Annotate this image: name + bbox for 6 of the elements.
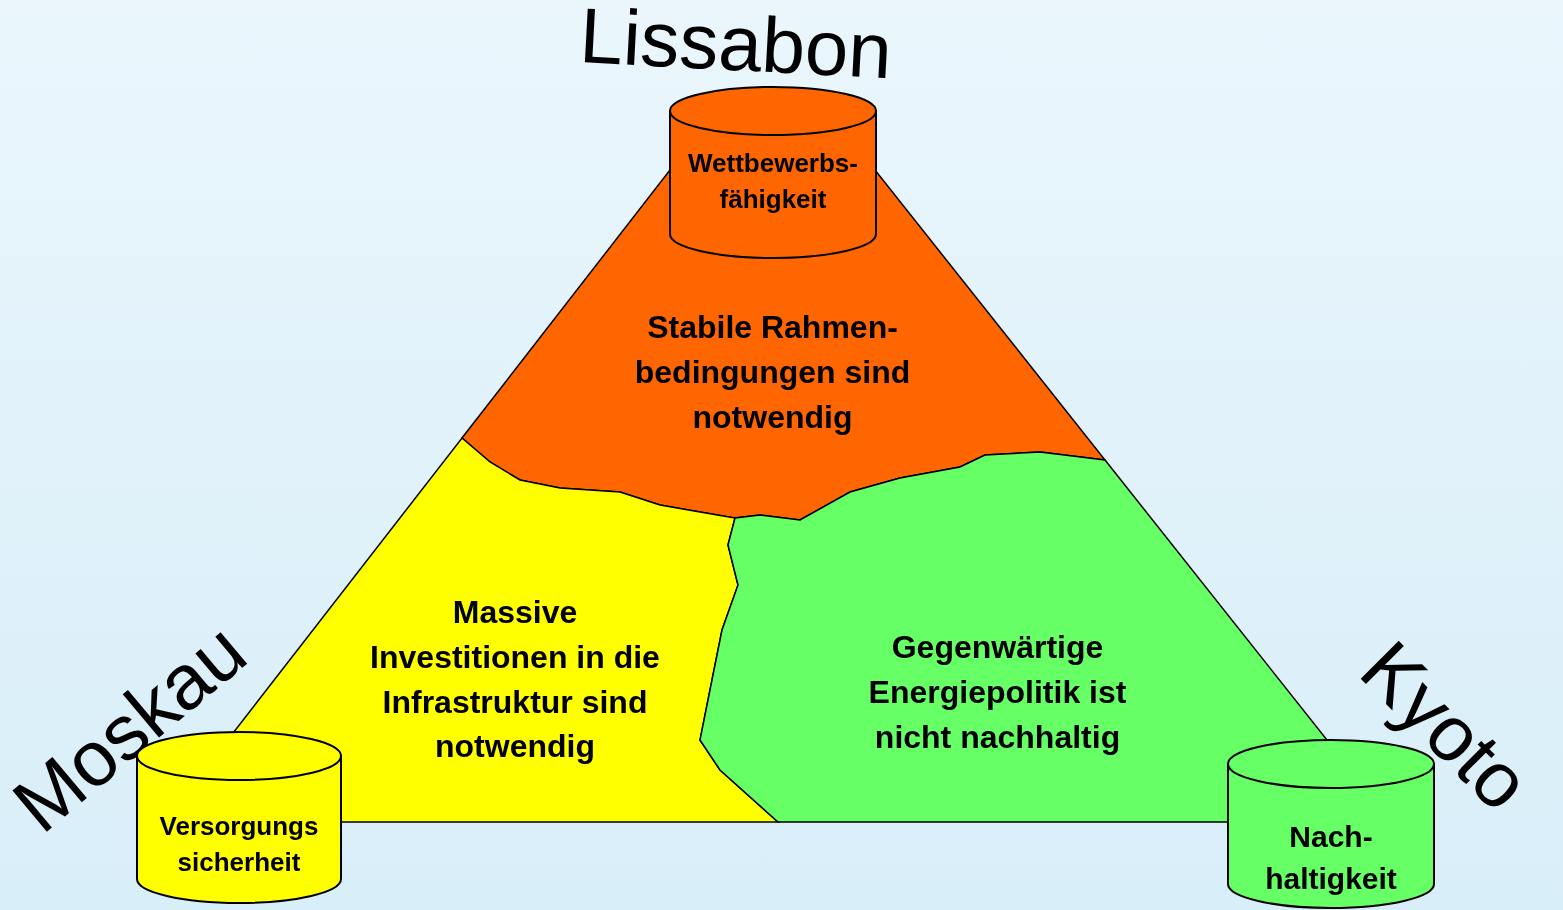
segment-text: Gegenwärtige Energiepolitik ist nicht nachhaltig — [867, 628, 1128, 757]
region-label: Lissabon — [577, 0, 895, 98]
segment-text: Stabile Rahmen- bedingungen sind notwendig — [633, 308, 912, 437]
cylinder-label: Nach- haltigkeit — [1264, 819, 1398, 897]
segment-text: Massive Investitionen in die Infrastruktur sind notwendig — [369, 593, 661, 767]
cylinder-label: Wettbewerbs- fähigkeit — [687, 147, 859, 217]
